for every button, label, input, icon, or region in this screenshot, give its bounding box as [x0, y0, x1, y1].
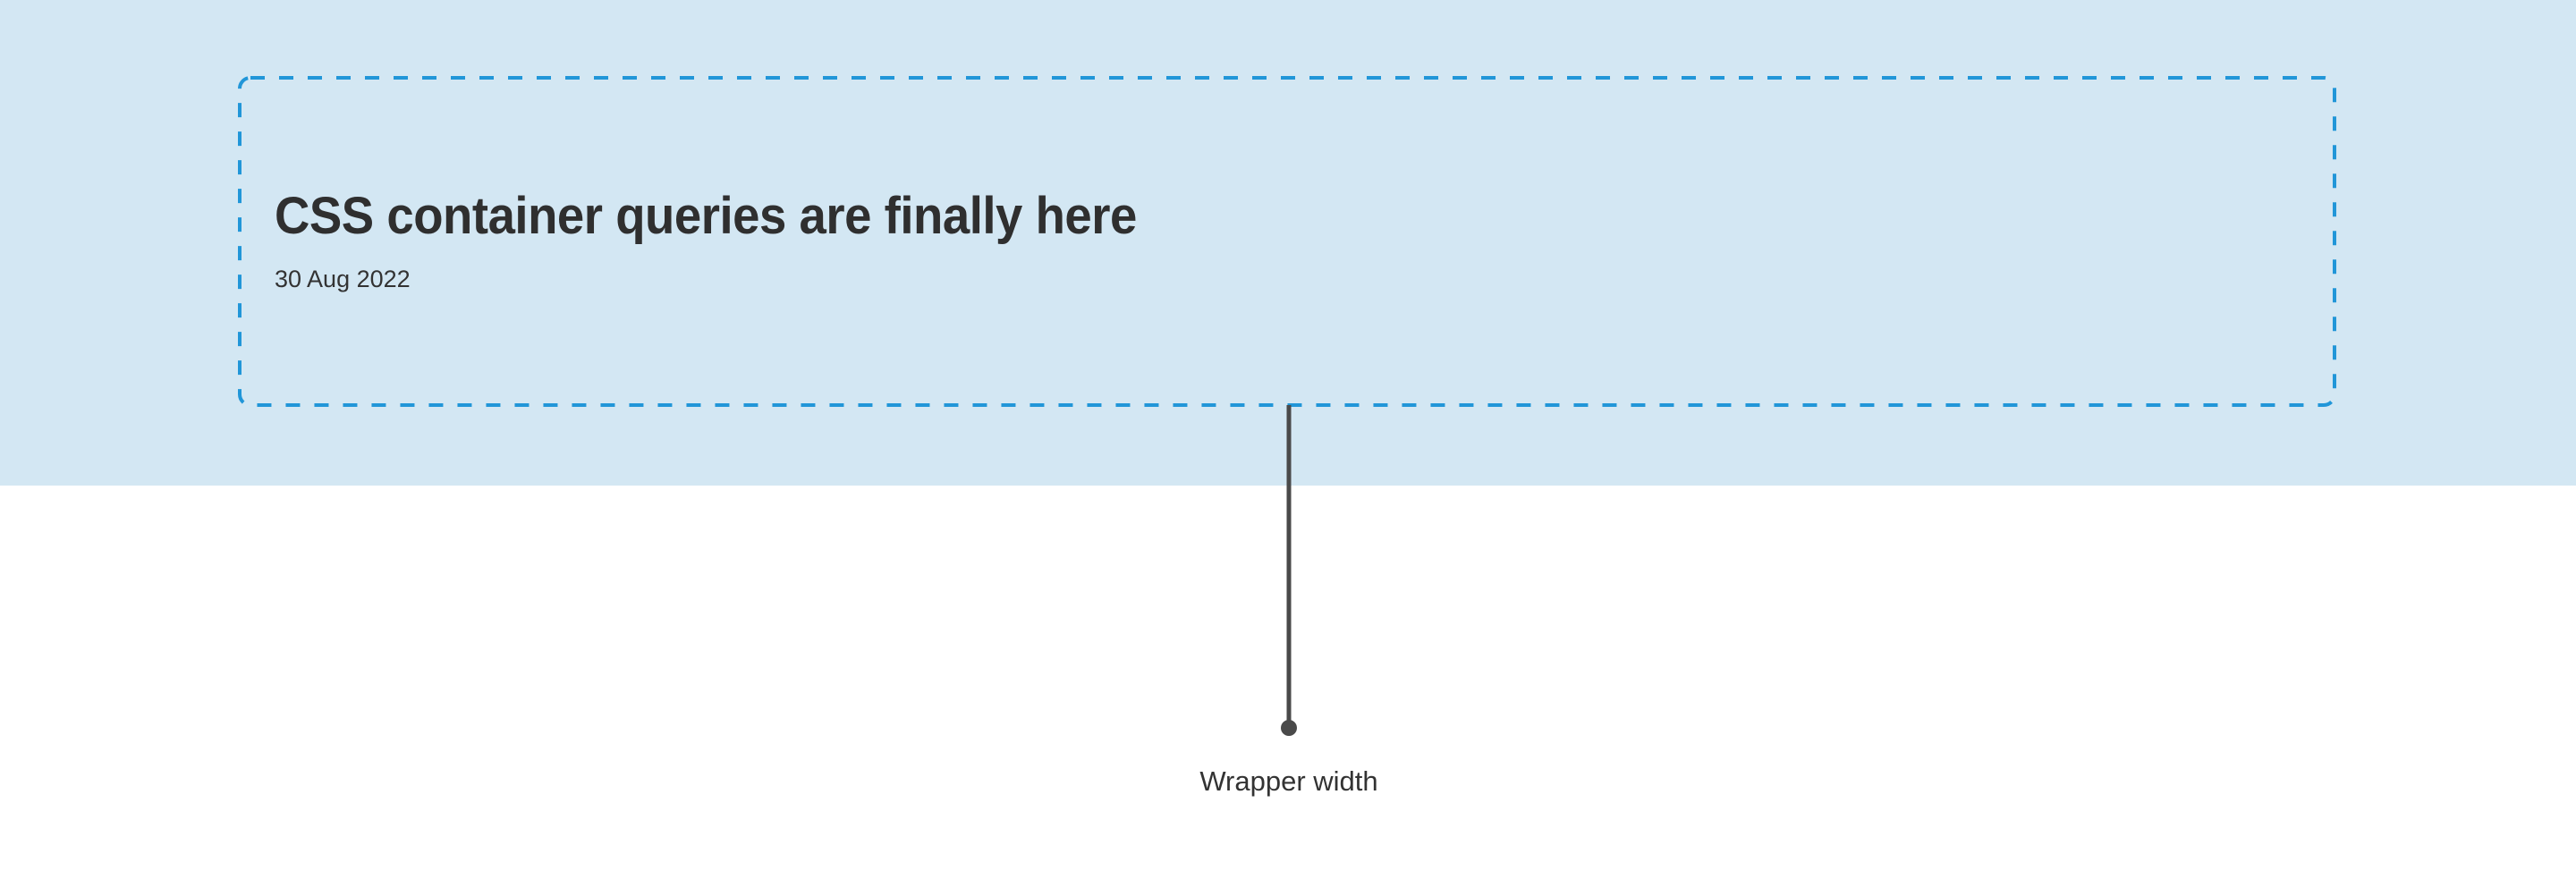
annotation-label: Wrapper width [1199, 765, 1378, 797]
article-title: CSS container queries are finally here [275, 187, 1137, 246]
annotation-end-dot [1281, 720, 1297, 736]
article-card: CSS container queries are finally here 3… [275, 76, 2305, 407]
article-date: 30 Aug 2022 [275, 266, 411, 293]
